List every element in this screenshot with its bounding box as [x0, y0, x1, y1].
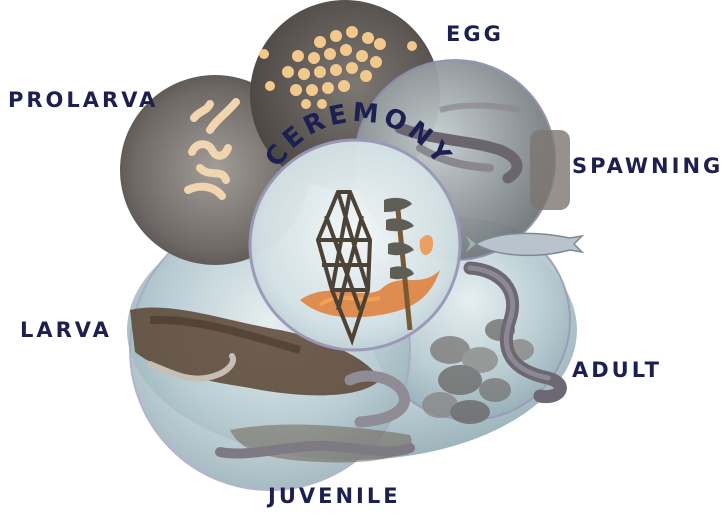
stage-label-prolarva: PROLARVA — [8, 88, 158, 112]
stage-label-adult: ADULT — [572, 358, 662, 382]
stage-label-egg: EGG — [446, 22, 504, 46]
stage-label-larva: LARVA — [20, 318, 112, 342]
stage-label-juvenile: JUVENILE — [268, 484, 401, 508]
stage-label-spawning: SPAWNING — [572, 154, 723, 178]
